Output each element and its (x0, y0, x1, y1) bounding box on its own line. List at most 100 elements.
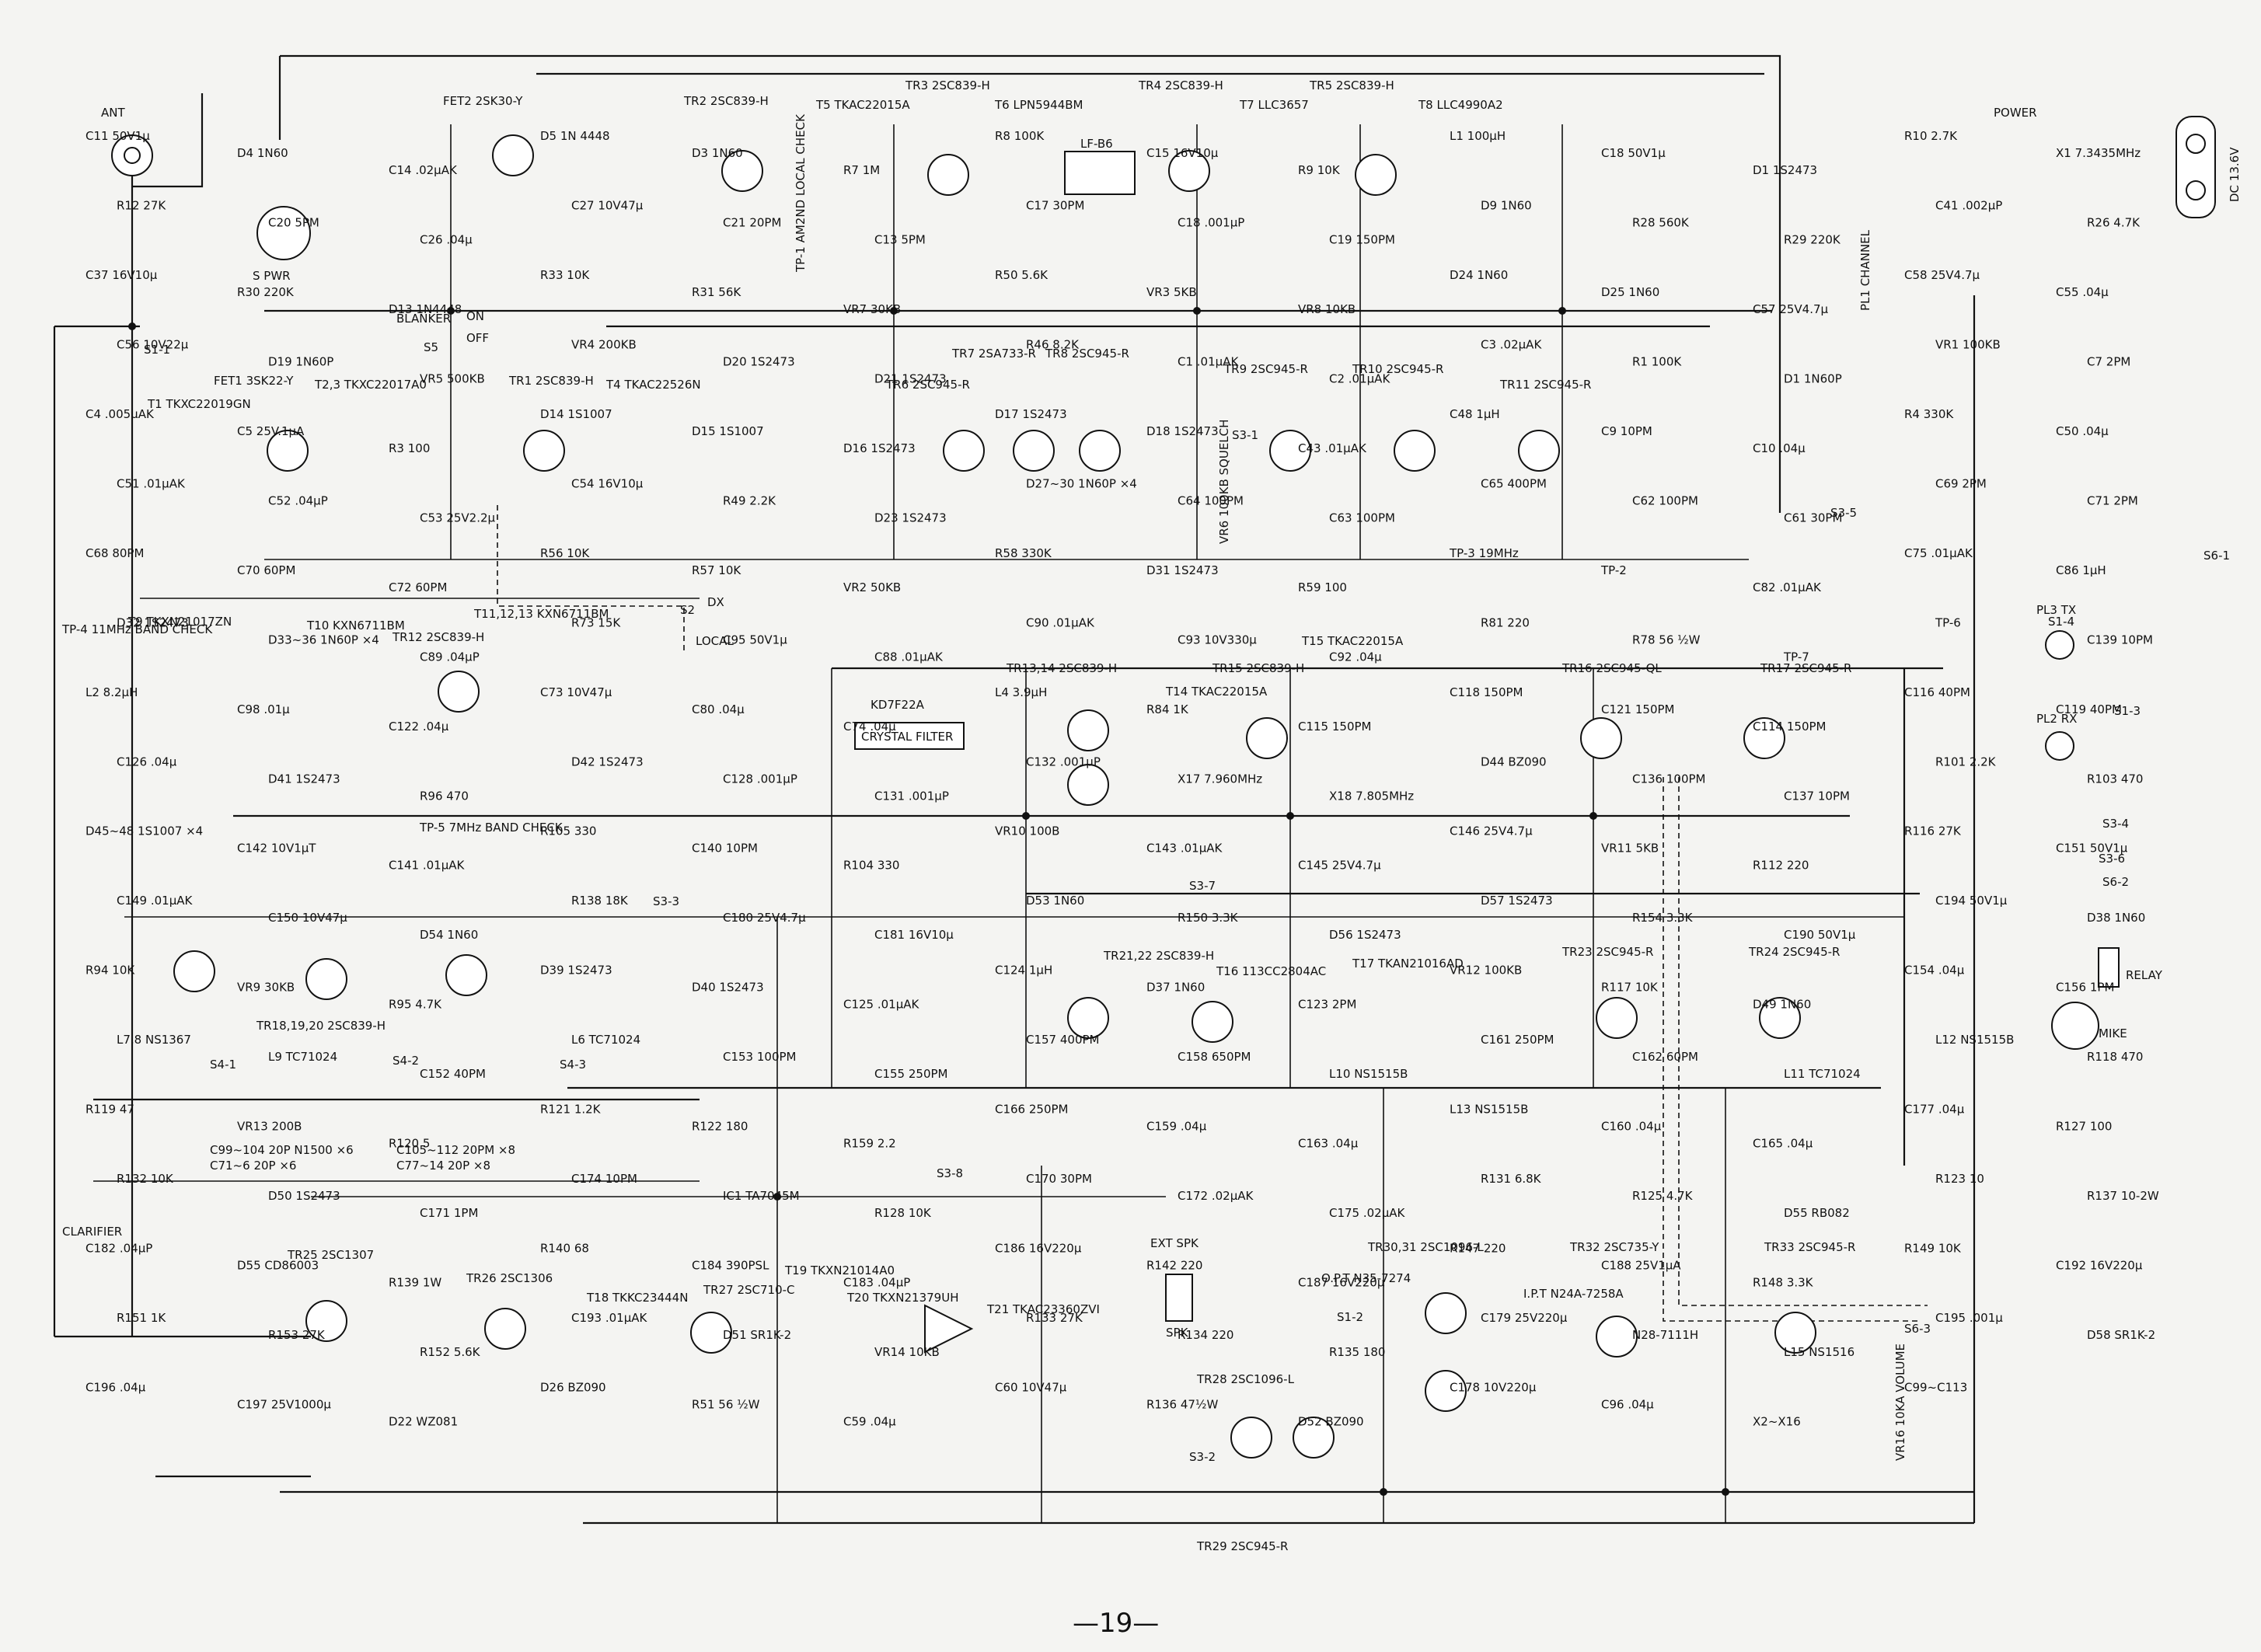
part-label: R122 180 (692, 1120, 748, 1134)
tr2-symbol (721, 150, 763, 192)
part-label: C10 .04μ (1753, 441, 1806, 455)
part-label: C170 30PM (1026, 1172, 1092, 1186)
part-label: L6 TC71024 (571, 1033, 640, 1047)
switch-label: S4-2 (393, 1054, 419, 1068)
part-label: C68 80PM (85, 546, 144, 560)
part-label: C9 10PM (1601, 424, 1652, 438)
switch-label: S4-3 (560, 1058, 586, 1072)
tr30-symbol (1425, 1292, 1467, 1334)
crystal-bank-note-2: C71~6 20P ×6 (210, 1159, 296, 1173)
part-label: R57 10K (692, 563, 741, 577)
part-label: R96 470 (420, 789, 469, 803)
part-label: X1 7.3435MHz (2056, 146, 2141, 160)
part-label: D17 1S2473 (995, 407, 1067, 421)
transformer-label: T16 113CC2804AC (1216, 964, 1326, 978)
part-label: C64 100PM (1178, 493, 1244, 507)
part-label: C131 .001μP (874, 789, 949, 803)
part-label: C92 .04μ (1329, 650, 1382, 664)
part-label: R3 100 (389, 441, 430, 455)
part-label: D40 1S2473 (692, 981, 764, 995)
tr10-symbol (1394, 430, 1436, 472)
pl-tx-label: PL3 TX (2036, 603, 2076, 617)
part-label: C55 .04μ (2056, 285, 2109, 299)
part-label: D13 1N4448 (389, 302, 462, 316)
spk-label: SPK (1166, 1326, 1189, 1340)
tr9-symbol (1269, 430, 1311, 472)
tr26-symbol (484, 1308, 526, 1350)
part-label: X18 7.805MHz (1329, 789, 1414, 803)
tr13-symbol (1067, 709, 1109, 751)
part-label: D5 1N 4448 (540, 129, 610, 143)
part-label: D44 BZ090 (1481, 755, 1547, 768)
part-label: C80 .04μ (692, 702, 745, 716)
part-label: R58 330K (995, 546, 1052, 560)
part-label: D42 1S2473 (571, 755, 644, 768)
part-label: D54 1N60 (420, 928, 478, 942)
part-label: R105 330 (540, 824, 596, 838)
part-label: C61 30PM (1784, 511, 1842, 525)
part-label: C13 5PM (874, 232, 926, 246)
part-label: VR13 200B (237, 1120, 302, 1134)
part-label: C143 .01μAK (1146, 842, 1223, 856)
part-label: R73 15K (571, 615, 621, 629)
part-label: C51 .01μAK (117, 476, 186, 490)
part-label: D55 CD86003 (237, 1259, 319, 1273)
switch-label: S6-3 (1904, 1322, 1931, 1336)
part-label: C2 .01μAK (1329, 371, 1390, 385)
part-label: C192 16V220μ (2056, 1259, 2143, 1273)
part-label: C180 25V4.7μ (723, 911, 806, 925)
transformer-label: T9 TKXN21017ZN (127, 615, 232, 629)
part-label: R134 220 (1178, 1328, 1233, 1342)
transformer-label: T15 TKAC22015A (1301, 634, 1404, 648)
part-label: L10 NS1515B (1329, 1067, 1408, 1081)
part-label: L12 NS1515B (1935, 1033, 2014, 1047)
part-label: R28 560K (1632, 215, 1690, 229)
pl2-rx-lamp (2045, 731, 2074, 761)
part-label: D4 1N60 (237, 146, 288, 160)
part-label: C119 40PM (2056, 702, 2122, 716)
blanker-switch-label: S5 (424, 340, 438, 354)
antenna-label: ANT (101, 106, 125, 120)
ic1-symbol (924, 1304, 974, 1354)
channel-label: PL1 CHANNEL (1858, 229, 1872, 311)
part-label: L11 TC71024 (1784, 1067, 1861, 1081)
part-label: L1 100μH (1450, 129, 1506, 143)
part-label: C95 50V1μ (723, 633, 787, 647)
part-label: VR7 30KB (843, 302, 901, 316)
crystal-filter-block (854, 722, 965, 750)
part-label: R120 5 (389, 1137, 430, 1151)
part-label: C132 .001μP (1026, 755, 1101, 768)
part-label: D31 1S2473 (1146, 563, 1219, 577)
part-label: D19 1N60P (268, 354, 333, 368)
part-label: D20 1S2473 (723, 354, 795, 368)
part-label: L4 3.9μH (995, 685, 1047, 699)
part-label: C196 .04μ (85, 1381, 146, 1395)
part-label: C86 1μH (2056, 563, 2106, 577)
part-label: C155 250PM (874, 1067, 948, 1081)
part-label: D56 1S2473 (1329, 928, 1401, 942)
part-label: C124 1μH (995, 964, 1052, 978)
speaker-symbol (1165, 1274, 1193, 1322)
dx-label: DX (707, 595, 724, 609)
transistor-label: TR2 2SC839-H (683, 94, 769, 108)
part-label: X2~X16 (1753, 1415, 1801, 1429)
part-label: D1 1N60P (1784, 371, 1842, 385)
part-label: C75 .01μAK (1904, 546, 1973, 560)
part-label: C88 .01μAK (874, 650, 944, 664)
power-label: POWER (1994, 106, 2037, 120)
part-label: R56 10K (540, 546, 590, 560)
part-label: D21 1S2473 (874, 371, 947, 385)
transistor-label: TR16 2SC945-QL (1561, 661, 1662, 675)
part-label: C195 .001μ (1935, 1311, 2003, 1325)
fet2-symbol (492, 134, 534, 176)
transistor-label: TR5 2SC839-H (1309, 78, 1394, 92)
part-label: R95 4.7K (389, 998, 442, 1012)
part-label: D14 1S1007 (540, 407, 612, 421)
part-label: IC1 TA7045M (723, 1189, 800, 1203)
transistor-label: TR29 2SC945-R (1196, 1539, 1288, 1553)
transistor-label: TR10 2SC945-R (1352, 362, 1443, 376)
mike-label: MIKE (2099, 1026, 2127, 1040)
part-label: R9 10K (1298, 163, 1341, 177)
part-label: R78 56 ½W (1632, 633, 1701, 647)
